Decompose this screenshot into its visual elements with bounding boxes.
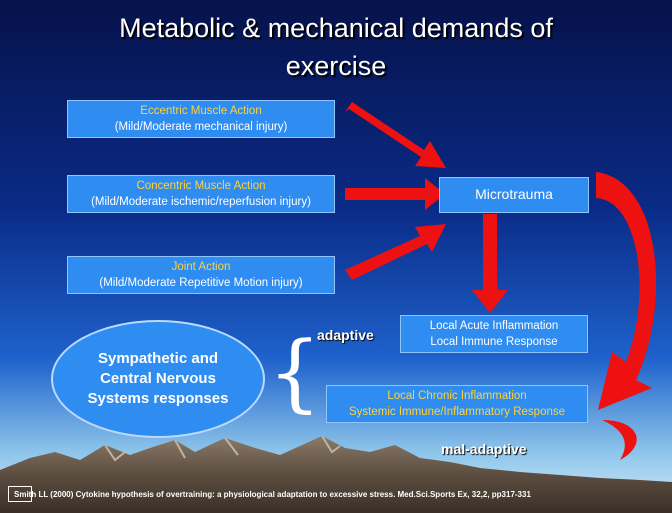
nervous-system-response-ellipse: Sympathetic and Central Nervous Systems … [51, 320, 265, 438]
adaptive-label: adaptive [317, 327, 374, 343]
concentric-label: Concentric Muscle Action [136, 180, 266, 192]
chronic-inflammation-box: Local Chronic Inflammation Systemic Immu… [326, 385, 588, 423]
mountain-range [0, 436, 672, 513]
ellipse-text: Sympathetic and Central Nervous Systems … [87, 350, 229, 407]
chronic-line2: Systemic Immune/Inflammatory Response [348, 406, 566, 418]
eccentric-detail: (Mild/Moderate mechanical injury) [114, 121, 288, 133]
citation-marker-box [8, 486, 32, 502]
mountain-highlights [104, 435, 341, 462]
arrow-joint-to-microtrauma [345, 224, 446, 280]
curly-brace: { [268, 323, 322, 421]
acute-line1: Local Acute Inflammation [429, 320, 559, 332]
arrow-eccentric-to-microtrauma [345, 102, 446, 168]
slide-title-line2: exercise [285, 51, 387, 81]
acute-line2: Local Immune Response [430, 336, 558, 348]
eccentric-muscle-action-box: Eccentric Muscle Action (Mild/Moderate m… [67, 100, 335, 138]
acute-inflammation-box: Local Acute Inflammation Local Immune Re… [400, 315, 588, 353]
slide-title-line1: Metabolic & mechanical demands of [119, 13, 553, 43]
concentric-muscle-action-box: Concentric Muscle Action (Mild/Moderate … [67, 175, 335, 213]
maladaptive-label: mal-adaptive [441, 441, 527, 457]
joint-label: Joint Action [171, 261, 231, 273]
eccentric-label: Eccentric Muscle Action [140, 105, 262, 117]
arrow-microtrauma-to-acute [472, 214, 508, 313]
citation-text: Smith LL (2000) Cytokine hypothesis of o… [14, 490, 531, 499]
joint-action-box: Joint Action (Mild/Moderate Repetitive M… [67, 256, 335, 294]
arrow-concentric-to-microtrauma [345, 178, 445, 210]
concentric-detail: (Mild/Moderate ischemic/reperfusion inju… [91, 196, 311, 208]
microtrauma-box: Microtrauma [439, 177, 589, 213]
chronic-line1: Local Chronic Inflammation [387, 390, 527, 402]
joint-detail: (Mild/Moderate Repetitive Motion injury) [99, 277, 303, 289]
arrow-microtrauma-to-chronic [596, 172, 657, 460]
